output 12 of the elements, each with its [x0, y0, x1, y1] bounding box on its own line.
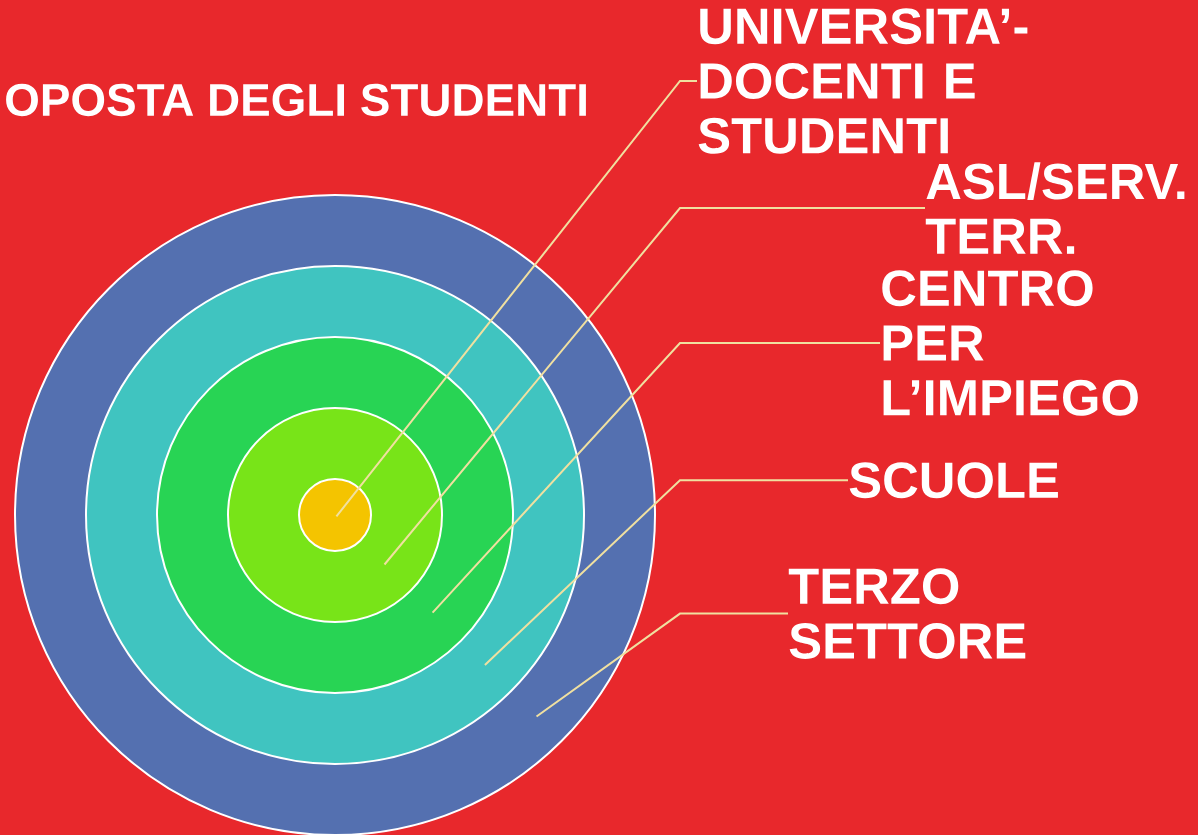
title: OPOSTA DEGLI STUDENTI [6, 83, 586, 117]
ring [298, 478, 372, 552]
label: SCUOLE [849, 462, 1058, 499]
label: CENTRO PER L’IMPIEGO [882, 270, 1138, 416]
leader-line [383, 207, 926, 566]
leader-line [431, 342, 881, 614]
label: ASL/SERV. TERR. [925, 162, 1185, 254]
leader-line [535, 612, 789, 718]
label: UNIVERSITA’-DOCENTI E STUDENTI [698, 8, 1028, 154]
leader-line [335, 80, 698, 518]
label: TERZO SETTORE [788, 568, 1026, 659]
leader-line [483, 479, 849, 666]
